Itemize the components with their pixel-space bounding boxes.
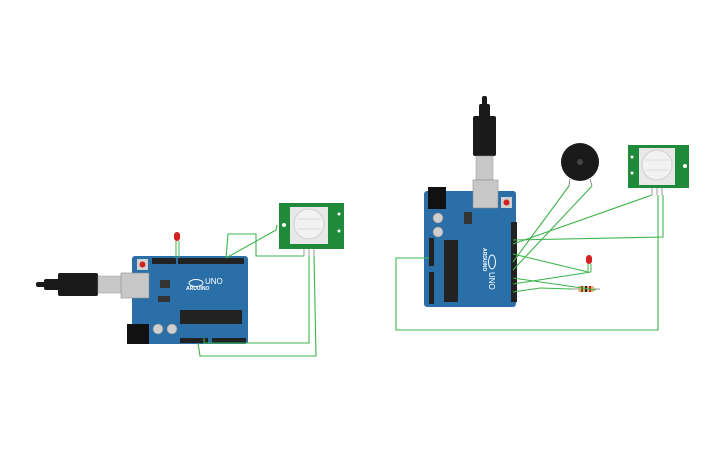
- led-2[interactable]: [586, 255, 592, 272]
- power-jack: [127, 324, 149, 344]
- pir-dome: [641, 149, 673, 181]
- arduino-uno-board-1[interactable]: ARDUINO UNO: [120, 256, 248, 344]
- capacitor: [166, 323, 178, 335]
- wire[interactable]: [512, 185, 593, 271]
- usb-jack: [120, 272, 150, 299]
- power-jack: [428, 187, 446, 209]
- circuit-2: ARDUINO UNO: [395, 96, 689, 331]
- wire[interactable]: [197, 255, 317, 357]
- wire[interactable]: [512, 271, 592, 285]
- pir-sensor-2[interactable]: [628, 145, 689, 195]
- usb-jack: [472, 179, 499, 209]
- digital-header: [178, 258, 244, 264]
- capacitor: [152, 323, 164, 335]
- board-model-label: UNO: [205, 277, 223, 286]
- piezo-buzzer[interactable]: [561, 143, 599, 187]
- arduino-uno-board-2[interactable]: ARDUINO UNO: [424, 179, 517, 307]
- analog-header: [212, 338, 246, 343]
- microcontroller-chip: [444, 240, 458, 302]
- circuit-1: ARDUINO UNO: [36, 203, 344, 357]
- wire[interactable]: [512, 253, 589, 273]
- power-header: [180, 338, 208, 343]
- digital-header: [511, 222, 517, 302]
- wire[interactable]: [203, 256, 310, 344]
- board-model-label: UNO: [487, 272, 496, 290]
- wire[interactable]: [395, 195, 659, 331]
- board-brand-label: ARDUINO: [186, 286, 209, 292]
- wire[interactable]: [225, 224, 278, 259]
- usb-cable-2[interactable]: [473, 96, 496, 181]
- wire[interactable]: [512, 287, 573, 293]
- usb-cable-1[interactable]: [36, 273, 123, 296]
- wires-circuit-1: [197, 224, 317, 357]
- wire[interactable]: [225, 233, 304, 259]
- wire[interactable]: [512, 194, 653, 245]
- wire[interactable]: [512, 277, 597, 291]
- pir-sensor-1[interactable]: [279, 203, 344, 256]
- led-1[interactable]: [174, 232, 180, 258]
- wires-circuit-2: [395, 185, 664, 331]
- wire[interactable]: [512, 185, 570, 263]
- analog-header: [429, 272, 434, 304]
- power-header: [429, 238, 434, 266]
- board-brand-label: ARDUINO: [481, 248, 487, 271]
- microcontroller-chip: [180, 310, 242, 324]
- pir-dome: [293, 208, 325, 240]
- wire[interactable]: [512, 195, 664, 241]
